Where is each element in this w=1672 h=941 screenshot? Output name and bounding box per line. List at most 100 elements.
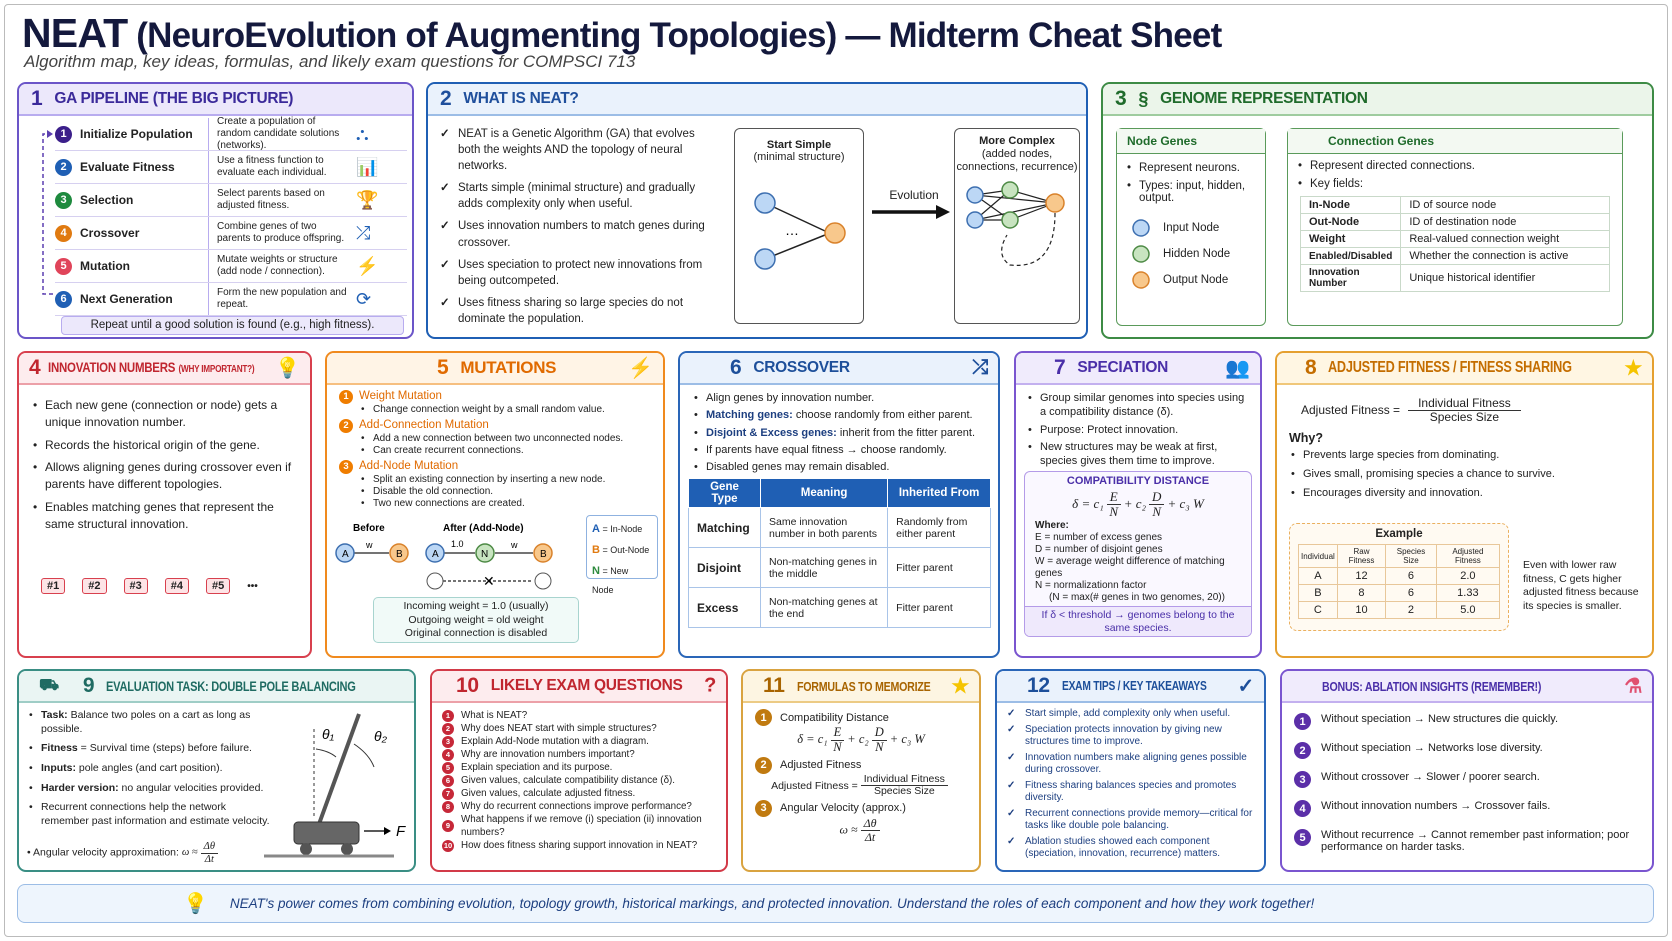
bullet-bold: Inputs: <box>41 761 76 774</box>
formula-part: N <box>833 739 842 754</box>
step-description: Select parents based on adjusted fitness… <box>208 184 348 216</box>
note-line: Incoming weight = 1.0 (usually) <box>403 600 549 612</box>
crossover-bullet: Matching genes: choose randomly from eit… <box>692 408 986 423</box>
question-number: 2 <box>442 722 454 735</box>
tip-item: Speciation protects innovation by giving… <box>1005 724 1256 749</box>
formula-part: Species Size <box>873 785 935 798</box>
bullet-bold: Harder version: <box>41 781 119 794</box>
bullet-text: inherit from the fitter parent. <box>836 426 975 439</box>
task-bullet: Inputs: pole angles (and cart position). <box>27 762 271 776</box>
list-item: New structures may be weak at first, spe… <box>1026 440 1250 469</box>
tip-item: Start simple, add complexity only when u… <box>1005 708 1256 721</box>
list-item: Records the historical origin of the gen… <box>31 437 298 454</box>
mutation-number: 1 <box>339 389 353 404</box>
example-note: Even with lower raw fitness, C gets high… <box>1523 559 1639 612</box>
list-item: Key fields: <box>1296 178 1614 190</box>
panel-number: 12 <box>1027 674 1050 697</box>
list-item: Represent neurons. <box>1125 162 1257 174</box>
list-item: Each new gene (connection or node) gets … <box>31 397 298 431</box>
angular-label: Angular velocity approximation: <box>33 846 179 859</box>
connection-genes-title: Connection Genes <box>1288 129 1622 154</box>
bullet-bold: Matching genes: <box>706 409 793 422</box>
node-legend-item: Output Node <box>1131 270 1251 290</box>
table-cell: C <box>1298 601 1338 619</box>
item-text: Without crossover → Slower / poorer sear… <box>1321 771 1540 783</box>
more-complex-subtitle: (added nodes, connections, recurrence) <box>956 148 1078 174</box>
page-frame <box>4 4 1668 937</box>
page-subtitle: Algorithm map, key ideas, formulas, and … <box>24 52 636 71</box>
panel-title: INNOVATION NUMBERS <box>48 359 176 375</box>
formula-part: c₁ <box>817 732 828 747</box>
question-text: Explain Add-Node mutation with a diagram… <box>461 736 649 748</box>
legend-value: = New Node <box>592 565 629 595</box>
star-icon: ★ <box>951 675 969 698</box>
question-number: 7 <box>442 787 454 800</box>
bullet-text: Disabled genes may remain disabled. <box>706 461 890 474</box>
table-cell: 2.0 <box>1435 567 1501 585</box>
node-n: N <box>481 549 488 560</box>
formula-part: ω ≈ <box>181 847 198 859</box>
table-cell: B <box>1298 584 1338 602</box>
theta1-label: θ₁ <box>322 726 335 742</box>
panel-number: 7 <box>1054 356 1066 379</box>
crossover-bullet: Align genes by innovation number. <box>692 391 986 406</box>
panel-title: SPECIATION <box>1077 359 1168 376</box>
bullet-text: no angular velocities provided. <box>118 781 264 794</box>
bullet-text: choose randomly from either parent. <box>792 409 973 422</box>
start-simple-subtitle: (minimal structure) <box>753 151 845 163</box>
step-description: Mutate weights or structure (add node / … <box>208 250 348 282</box>
start-simple-box: Start Simple (minimal structure) … <box>734 128 864 324</box>
table-cell: Matching <box>688 507 761 549</box>
field-name: Innovation Number <box>1299 264 1402 292</box>
ellipsis: … <box>785 222 799 238</box>
add-node-notes: Incoming weight = 1.0 (usually)Outgoing … <box>373 597 579 643</box>
table-cell: Non-matching genes in the middle <box>759 547 889 589</box>
item-text: Without innovation numbers → Crossover f… <box>1321 800 1551 812</box>
title-neat: NEAT <box>22 10 128 56</box>
cart-pole-diagram: θ₁ θ₂ F <box>264 713 406 858</box>
formula-part: Adjusted Fitness = <box>771 779 858 792</box>
item-number: 2 <box>755 756 772 774</box>
formula-part: + c₃ W <box>1167 495 1204 511</box>
table-cell: Fitter parent <box>887 547 991 589</box>
question-number: 6 <box>442 774 454 787</box>
legend-value: = Out-Node <box>602 544 650 555</box>
column-header: Species Size <box>1385 544 1437 568</box>
field-name: Enabled/Disabled <box>1299 247 1402 265</box>
footer-text: NEAT's power comes from combining evolut… <box>229 896 1315 911</box>
formula-part: c₁ <box>1093 495 1104 511</box>
formula-item-title: Angular Velocity (approx.) <box>780 802 906 815</box>
connection-genes-box: Connection Genes Represent directed conn… <box>1287 128 1623 326</box>
network-icon: ⛬ <box>356 123 369 144</box>
force-label: F <box>396 823 406 840</box>
list-item: Change connection weight by a small rand… <box>359 404 651 416</box>
node-genes-title: Node Genes <box>1117 129 1265 154</box>
question-text: What happens if we remove (i) speciation… <box>461 814 702 839</box>
panel-number: 11 <box>763 674 785 697</box>
table-cell: Excess <box>688 587 761 629</box>
list-item: Two new connections are created. <box>359 498 651 510</box>
step-description: Use a fitness function to evaluate each … <box>208 151 348 183</box>
formula-part: δ = <box>1072 495 1091 511</box>
legend-label: Hidden Node <box>1163 248 1231 260</box>
task-bullet: Fitness = Survival time (steps) before f… <box>27 742 271 756</box>
panel-title: GA PIPELINE (THE BIG PICTURE) <box>54 90 294 107</box>
panel-title-small: (WHY IMPORTANT?) <box>178 364 255 375</box>
